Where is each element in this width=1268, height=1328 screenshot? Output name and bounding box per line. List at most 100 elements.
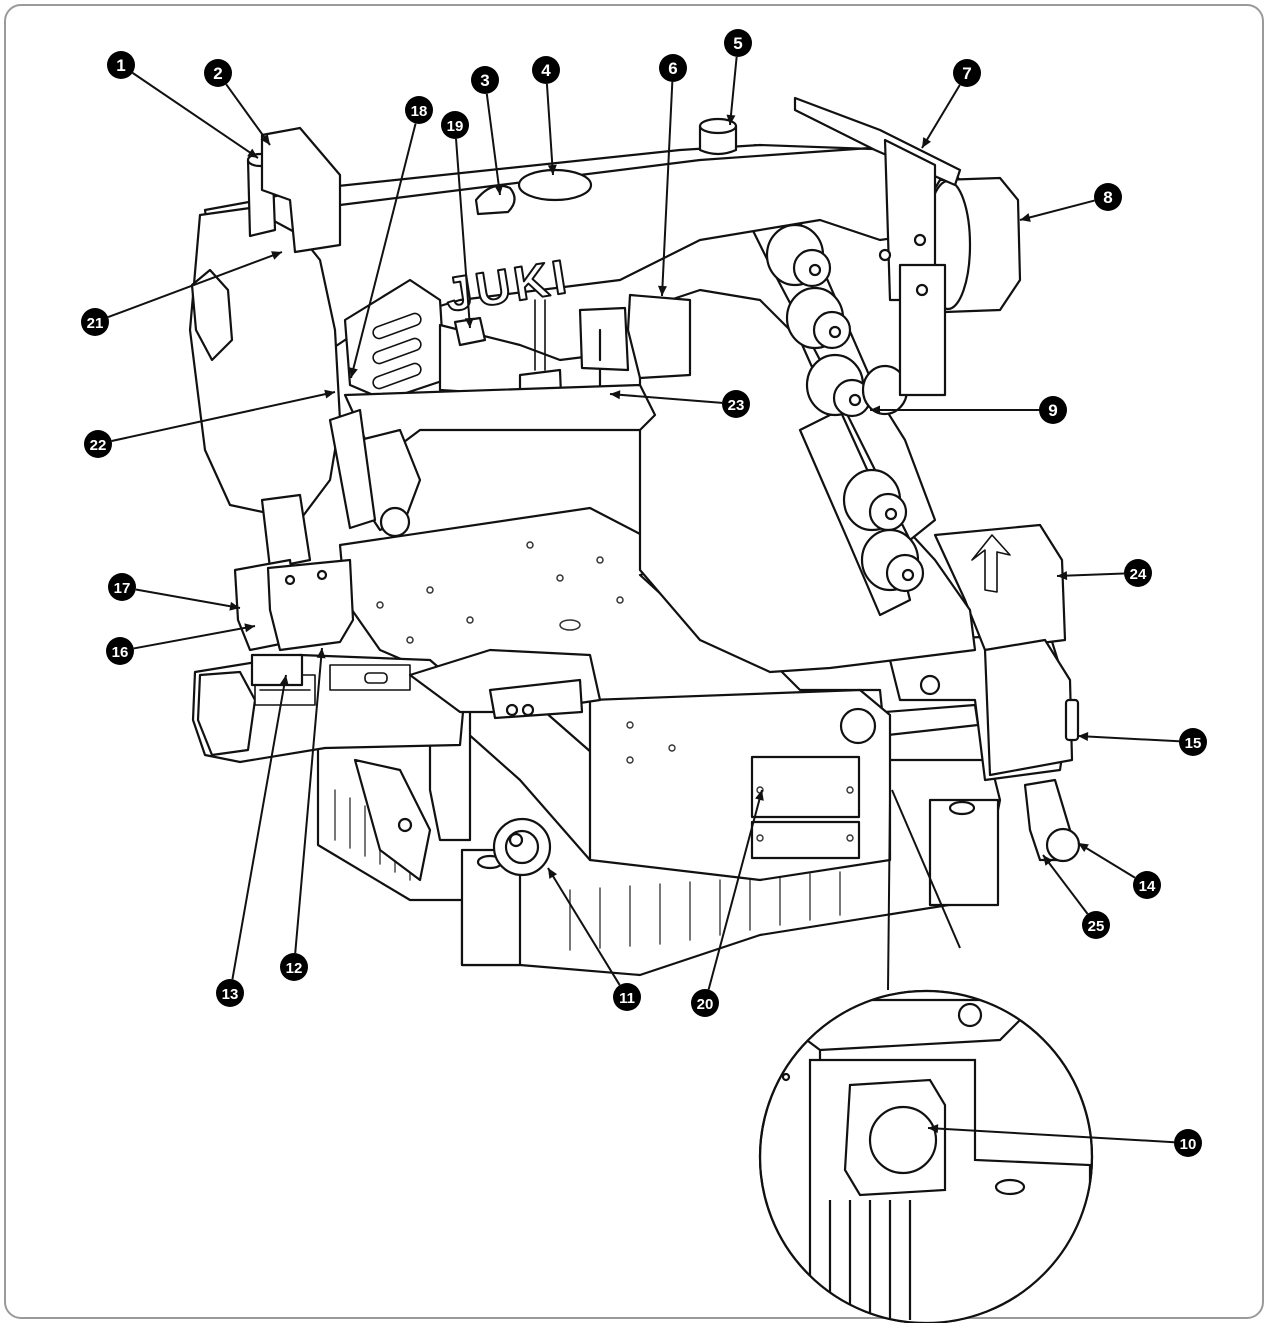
callout-badge-21	[81, 308, 109, 336]
thread-tension-stack	[765, 223, 925, 593]
callout-label-24: 24	[1130, 566, 1147, 583]
callout-label-8: 8	[1103, 188, 1112, 207]
face-plate-badge	[190, 268, 234, 362]
leader-line-5	[729, 56, 738, 126]
callout-17: 17	[108, 573, 136, 601]
callout-label-4: 4	[541, 61, 551, 80]
callout-badge-18	[405, 96, 433, 124]
leader-line-7	[921, 84, 961, 149]
leader-line-18	[350, 123, 417, 379]
name-plate	[750, 755, 861, 819]
leader-line-11	[547, 867, 621, 986]
oil-cap	[474, 184, 516, 216]
leader-line-19	[455, 138, 471, 329]
callout-badge-12	[280, 953, 308, 981]
callout-badge-15	[1179, 728, 1207, 756]
leader-line-6	[661, 81, 674, 297]
callout-18: 18	[405, 96, 433, 124]
leader-arrowhead-24	[1057, 571, 1068, 581]
leader-arrowhead-3	[494, 184, 504, 195]
callout-badge-13	[216, 979, 244, 1007]
callout-badge-8	[1094, 183, 1122, 211]
leader-line-15	[1077, 735, 1180, 743]
leader-arrowhead-20	[755, 790, 764, 801]
callout-badge-16	[106, 637, 134, 665]
callout-badge-4	[532, 56, 560, 84]
callout-20: 20	[691, 989, 719, 1017]
callout-7: 7	[953, 59, 981, 87]
cylinder-arm-end	[196, 670, 257, 757]
leader-line-1	[132, 72, 259, 159]
side-clip	[353, 758, 432, 882]
callout-badge-2	[204, 59, 232, 87]
leader-arrowhead-22	[324, 389, 335, 399]
callout-badge-7	[953, 59, 981, 87]
callout-label-21: 21	[87, 315, 104, 332]
callout-badge-23	[722, 390, 750, 418]
leader-arrowhead-10	[928, 1124, 939, 1134]
leader-arrowhead-6	[657, 285, 667, 296]
leader-arrowhead-23	[610, 390, 621, 400]
callout-badge-10	[1174, 1129, 1202, 1157]
leader-line-2	[225, 83, 271, 146]
callout-10: 10	[1174, 1129, 1202, 1157]
tension-block-6	[626, 293, 692, 380]
callout-badge-11	[613, 983, 641, 1011]
callout-4: 4	[532, 56, 560, 84]
leader-arrowhead-19	[464, 317, 474, 328]
callout-badge-3	[471, 66, 499, 94]
callout-1: 1	[107, 51, 135, 79]
leader-arrowhead-16	[244, 623, 255, 633]
callout-badge-24	[1124, 559, 1152, 587]
leader-arrowhead-17	[229, 601, 240, 611]
callout-label-6: 6	[668, 59, 677, 78]
callout-label-15: 15	[1185, 735, 1202, 752]
leader-arrowhead-21	[271, 251, 282, 260]
callout-label-18: 18	[411, 103, 428, 120]
callout-label-19: 19	[447, 118, 464, 135]
callout-label-11: 11	[619, 990, 635, 1007]
callout-badge-19	[441, 111, 469, 139]
front-guard-12	[266, 558, 355, 652]
leader-arrowhead-25	[1043, 855, 1053, 866]
callout-label-5: 5	[733, 34, 742, 53]
leader-arrowhead-11	[548, 868, 558, 879]
callout-8: 8	[1094, 183, 1122, 211]
rear-bracket	[983, 638, 1074, 777]
callout-3: 3	[471, 66, 499, 94]
callout-label-17: 17	[114, 580, 131, 597]
callout-label-22: 22	[90, 437, 107, 454]
callout-badge-17	[108, 573, 136, 601]
callout-label-20: 20	[697, 996, 714, 1013]
callout-21: 21	[81, 308, 109, 336]
base-foot-right	[928, 798, 1000, 907]
callout-11: 11	[613, 983, 641, 1011]
callout-14: 14	[1133, 871, 1161, 899]
leader-arrowhead-7	[922, 137, 932, 148]
needle-bar	[260, 493, 312, 570]
leader-line-12	[294, 647, 323, 954]
callout-16: 16	[106, 637, 134, 665]
leader-arrowhead-8	[1020, 213, 1031, 222]
callout-23: 23	[722, 390, 750, 418]
leader-arrowhead-14	[1078, 843, 1089, 853]
callout-label-10: 10	[1180, 1136, 1197, 1153]
callout-9: 9	[1039, 396, 1067, 424]
leader-line-25	[1042, 854, 1089, 915]
callout-label-9: 9	[1048, 401, 1057, 420]
callout-5: 5	[724, 29, 752, 57]
leader-arrowhead-12	[316, 648, 326, 659]
callout-label-12: 12	[286, 960, 303, 977]
leader-line-21	[107, 251, 283, 319]
leader-arrowhead-18	[349, 367, 358, 378]
callout-badge-1	[107, 51, 135, 79]
leader-arrowhead-2	[260, 134, 270, 145]
leader-line-16	[133, 625, 256, 650]
leader-line-14	[1077, 842, 1136, 879]
callout-2: 2	[204, 59, 232, 87]
callout-badge-22	[84, 430, 112, 458]
oil-window	[517, 168, 593, 202]
leader-line-22	[111, 391, 336, 442]
